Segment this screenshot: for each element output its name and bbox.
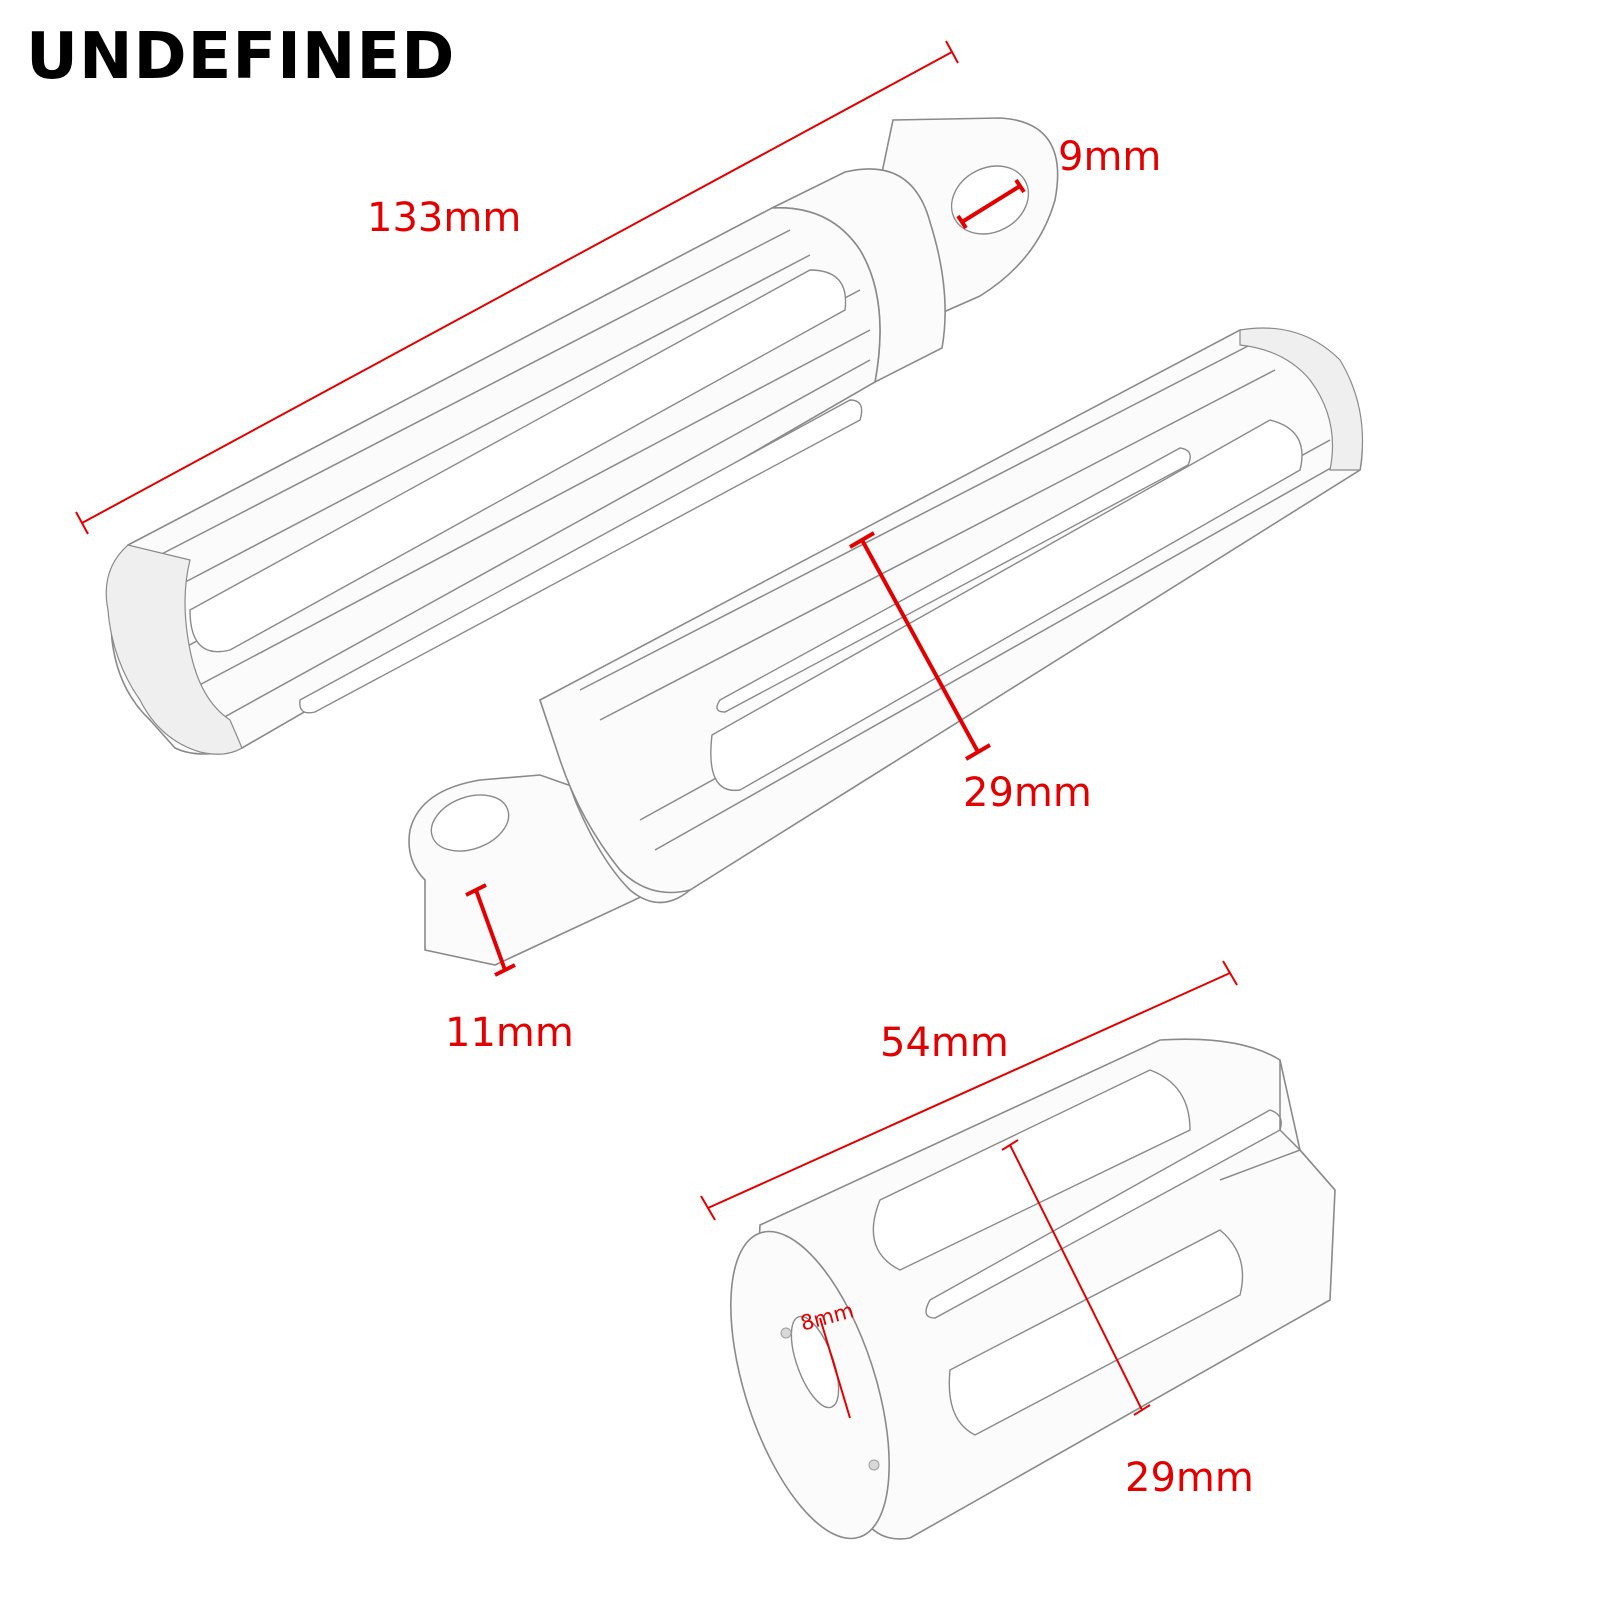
shifter-slot-1 (872, 1069, 1191, 1271)
upper-end-cap (105, 544, 243, 755)
lower-end-cap (1239, 327, 1364, 471)
label-133mm: 133mm (367, 195, 522, 241)
label-29mm-shifter: 29mm (1125, 1455, 1254, 1501)
label-54mm: 54mm (880, 1020, 1009, 1066)
dim-29-peg (848, 531, 992, 761)
dim-9 (956, 178, 1026, 230)
shifter-peg (730, 1038, 1336, 1540)
label-9mm: 9mm (1058, 134, 1162, 180)
lower-slot-2 (716, 447, 1191, 713)
dim-133 (75, 40, 959, 535)
shifter-slot-2 (948, 1229, 1244, 1436)
label-11mm: 11mm (445, 1010, 574, 1056)
upper-slot-2 (299, 399, 863, 714)
dim-11 (465, 883, 516, 977)
brand-logo: UNDEFINED (26, 20, 456, 94)
footpeg-upper (105, 117, 1059, 755)
dim-8 (819, 1317, 851, 1419)
dim-29-shifter (1001, 1139, 1151, 1416)
dim-54 (700, 960, 1238, 1221)
lower-mount-hole (430, 794, 510, 852)
footpeg-lower (408, 327, 1364, 966)
lower-slot-1 (710, 419, 1303, 792)
label-29mm-peg: 29mm (963, 770, 1092, 816)
upper-slot-1 (189, 269, 847, 653)
